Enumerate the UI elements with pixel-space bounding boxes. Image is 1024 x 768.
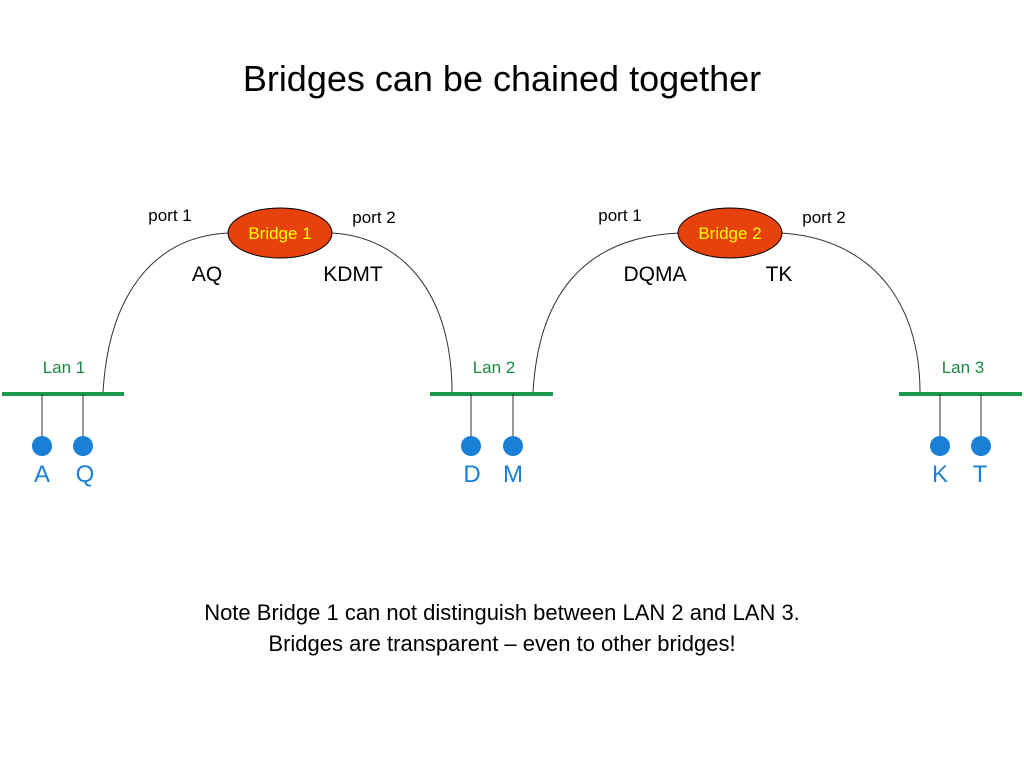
lan-3-label: Lan 3	[942, 358, 985, 377]
bridge-2: Bridge 2 port 1 port 2 DQMA TK	[598, 206, 845, 286]
bridge-links	[102, 232, 921, 394]
note-line-2: Bridges are transparent – even to other …	[268, 631, 736, 656]
link-bridge1-port1-lan1	[102, 232, 229, 394]
host-t-node	[971, 436, 991, 456]
slide-title: Bridges can be chained together	[242, 58, 762, 99]
host-m-label: M	[503, 461, 523, 488]
lan-3: Lan 3 K T	[899, 358, 1022, 488]
bridge-1-shape	[227, 207, 333, 259]
lan-2: Lan 2 D M	[430, 358, 553, 488]
host-q-label: Q	[76, 461, 95, 488]
lan-1-label: Lan 1	[43, 358, 86, 377]
host-t-label: T	[973, 461, 988, 488]
bridge-1: Bridge 1 port 1 port 2 AQ KDMT	[148, 206, 395, 286]
bridge-2-port1-table: DQMA	[624, 263, 687, 286]
host-q-node	[73, 436, 93, 456]
link-bridge2-port1-lan2	[532, 232, 681, 394]
host-a-node	[32, 436, 52, 456]
host-d-node	[461, 436, 481, 456]
note: Note Bridge 1 can not distinguish betwee…	[0, 597, 1004, 659]
bridge-1-port1-label: port 1	[148, 206, 191, 225]
host-k-label: K	[932, 461, 948, 488]
link-bridge1-port2-lan2	[331, 232, 453, 394]
bridge-2-shape	[677, 207, 783, 259]
lan-2-label: Lan 2	[473, 358, 516, 377]
bridge-1-port2-label: port 2	[352, 208, 395, 227]
bridge-2-label: Bridge 2	[698, 224, 761, 243]
host-m-node	[503, 436, 523, 456]
bridge-2-port2-label: port 2	[802, 208, 845, 227]
link-bridge2-port2-lan3	[779, 232, 921, 394]
note-line-1: Note Bridge 1 can not distinguish betwee…	[204, 600, 800, 625]
host-a-label: A	[34, 461, 50, 488]
bridge-2-port2-table: TK	[766, 263, 793, 286]
lan-1: Lan 1 A Q	[2, 358, 124, 488]
host-k-node	[930, 436, 950, 456]
bridge-1-label: Bridge 1	[248, 224, 311, 243]
bridge-1-port2-table: KDMT	[323, 263, 383, 286]
host-d-label: D	[463, 461, 480, 488]
bridge-2-port1-label: port 1	[598, 206, 641, 225]
bridge-1-port1-table: AQ	[192, 263, 222, 286]
